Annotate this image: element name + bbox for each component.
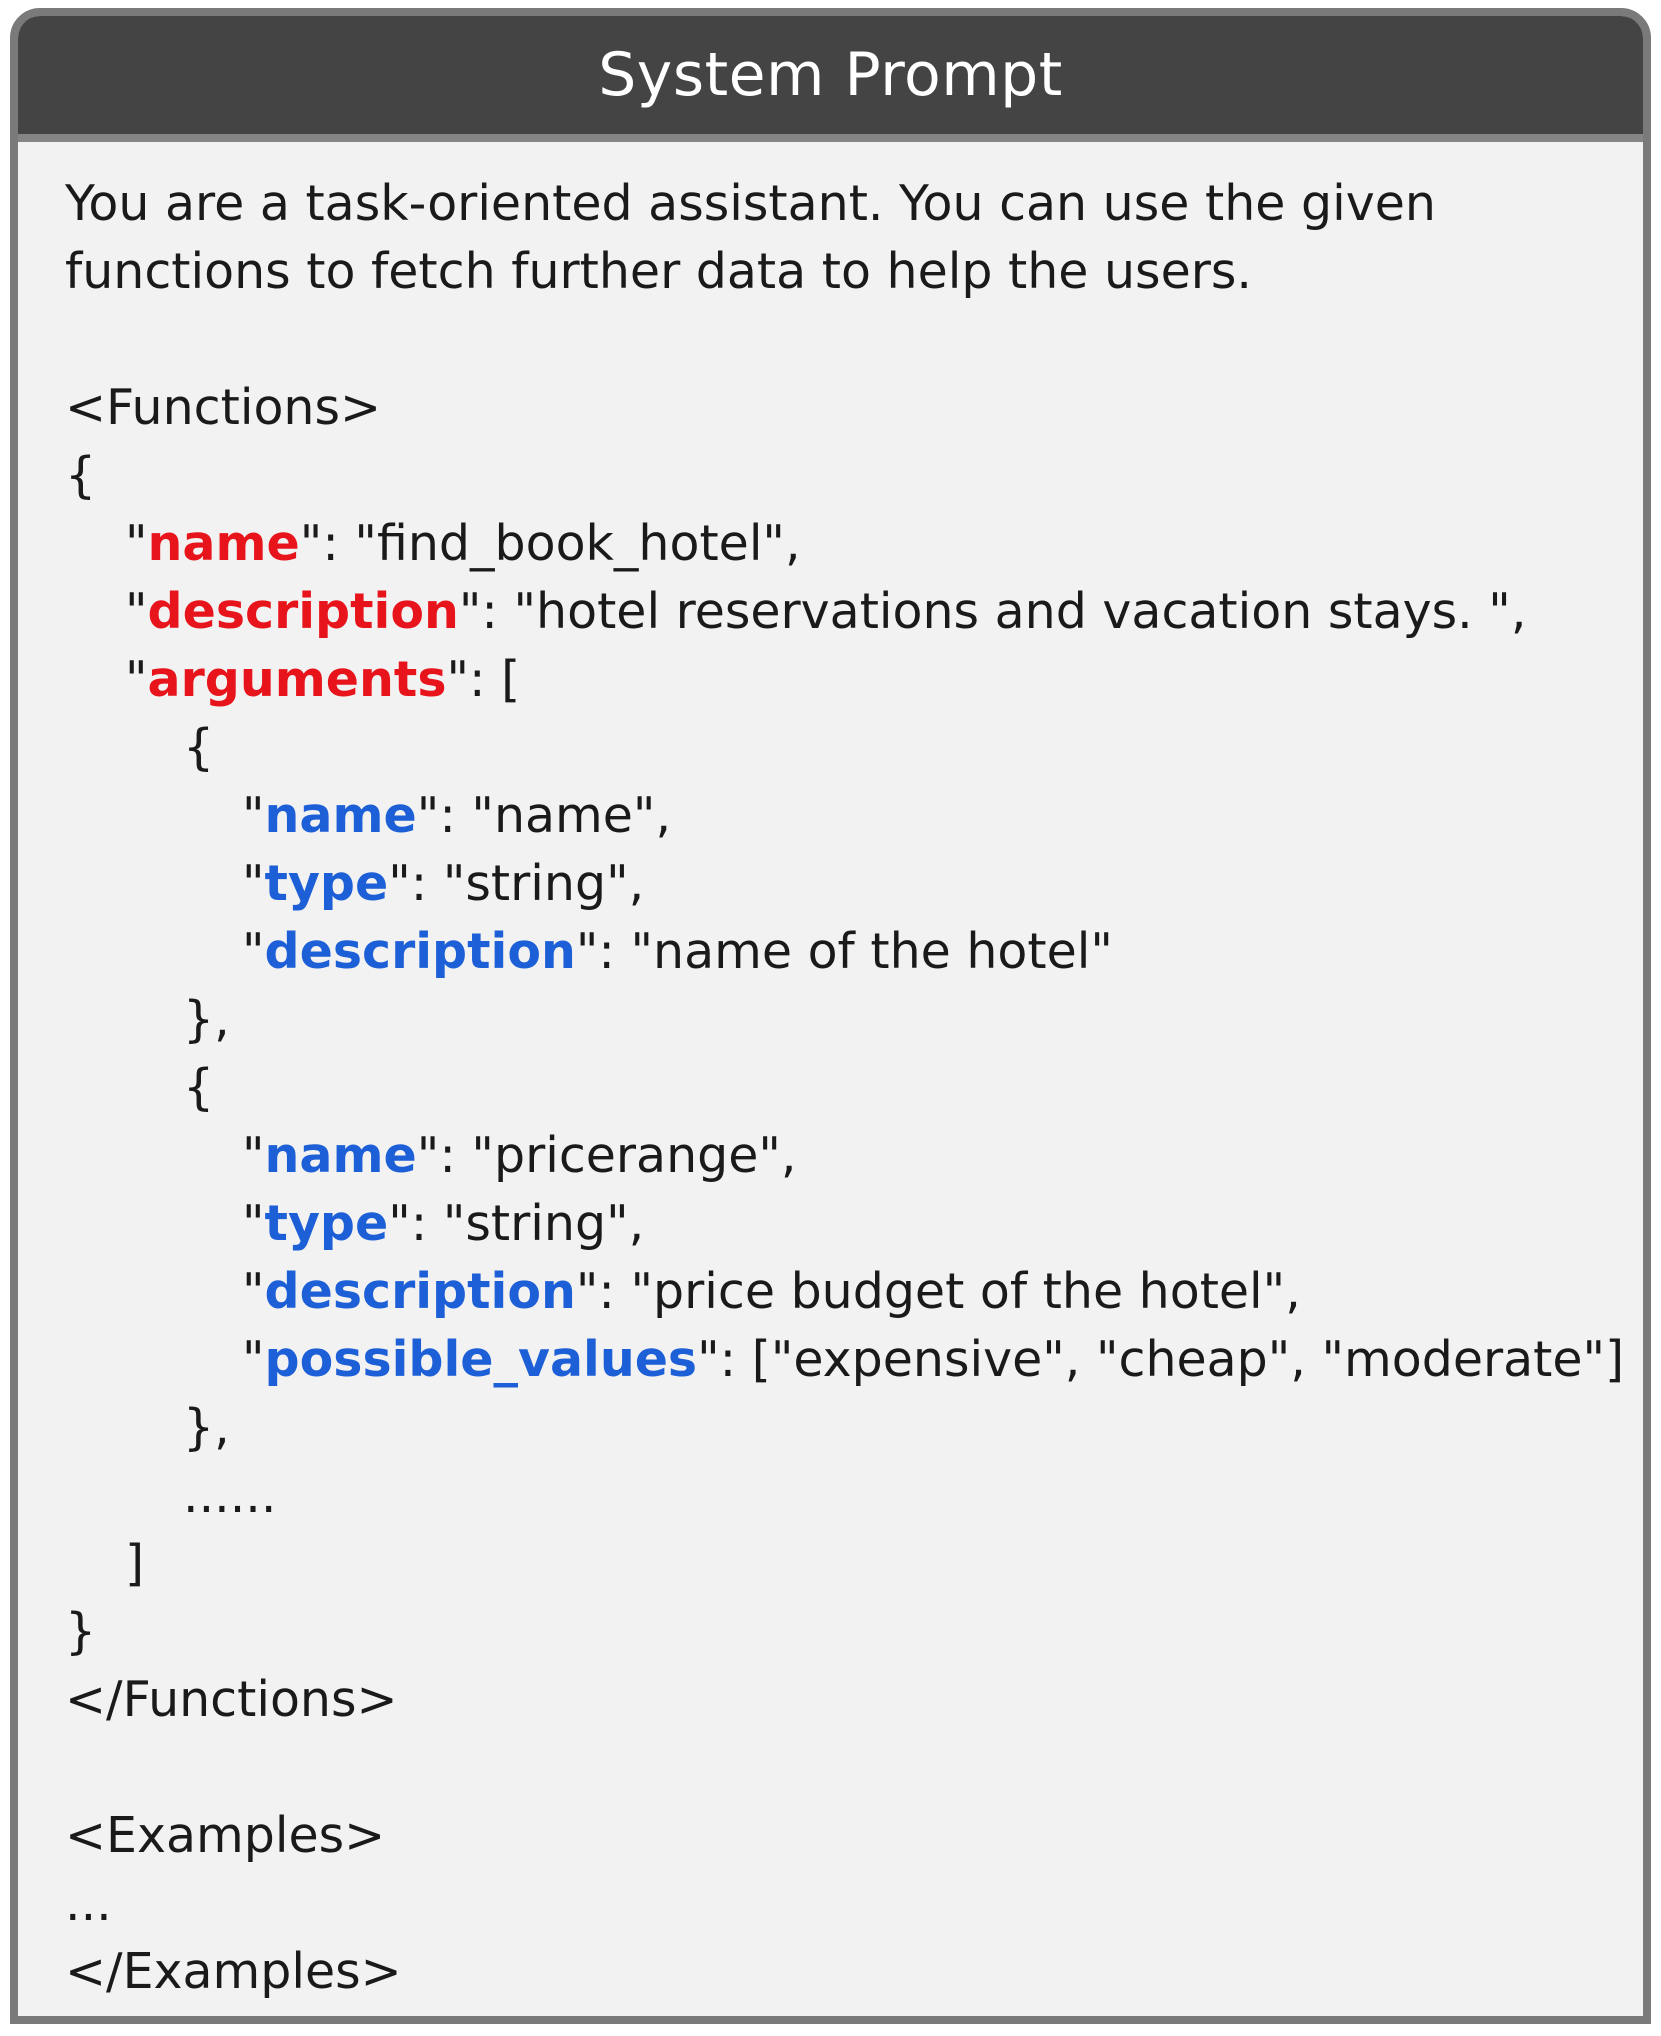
function-name-line: "name": "find_book_hotel", — [125, 515, 801, 572]
argument-field: "type": "string", — [242, 855, 645, 912]
argument-field-value: : ["expensive", "cheap", "moderate"] — [719, 1331, 1625, 1388]
blank-line — [65, 1734, 1643, 1802]
argument-field-key: possible_values — [264, 1331, 698, 1388]
argument-field: "type": "string", — [242, 1195, 645, 1252]
arguments-ellipsis: ...... — [183, 1467, 277, 1524]
function-description-value: : "hotel reservations and vacation stays… — [481, 583, 1527, 640]
argument-close-brace: }, — [183, 1399, 230, 1456]
function-arguments-value: : [ — [469, 651, 521, 708]
function-close-brace: } — [65, 1603, 97, 1660]
function-name-key: name — [147, 515, 300, 572]
argument-field-key: type — [264, 855, 389, 912]
functions-close-tag: </Functions> — [65, 1671, 398, 1728]
prompt-body: You are a task-oriented assistant. You c… — [18, 142, 1643, 2006]
panel-header: System Prompt — [18, 16, 1643, 142]
argument-close-brace: }, — [183, 991, 230, 1048]
intro-line: functions to fetch further data to help … — [65, 243, 1252, 300]
argument-field-value: : "string", — [410, 855, 645, 912]
intro-line: You are a task-oriented assistant. You c… — [65, 175, 1436, 232]
argument-field: "name": "pricerange", — [242, 1127, 797, 1184]
function-arguments-line: "arguments": [ — [125, 651, 521, 708]
panel-title: System Prompt — [598, 40, 1063, 110]
functions-open-tag: <Functions> — [65, 379, 382, 436]
argument-field-key: description — [264, 923, 576, 980]
system-prompt-panel: System Prompt You are a task-oriented as… — [10, 8, 1651, 2024]
argument-field-key: name — [264, 787, 417, 844]
argument-field: "name": "name", — [242, 787, 672, 844]
argument-field-value: : "string", — [410, 1195, 645, 1252]
argument-field-key: description — [264, 1263, 576, 1320]
function-open-brace: { — [65, 447, 97, 504]
argument-field-value: : "name of the hotel" — [598, 923, 1113, 980]
argument-field: "description": "price budget of the hote… — [242, 1263, 1301, 1320]
argument-field: "possible_values": ["expensive", "cheap"… — [242, 1331, 1625, 1388]
argument-field-value: : "name", — [439, 787, 672, 844]
argument-field: "description": "name of the hotel" — [242, 923, 1113, 980]
function-arguments-key: arguments — [147, 651, 447, 708]
function-description-line: "description": "hotel reservations and v… — [125, 583, 1527, 640]
examples-content: ... — [65, 1875, 112, 1932]
examples-open-tag: <Examples> — [65, 1807, 386, 1864]
argument-field-key: type — [264, 1195, 389, 1252]
argument-field-key: name — [264, 1127, 417, 1184]
function-description-key: description — [147, 583, 459, 640]
blank-line — [65, 306, 1643, 374]
argument-field-value: : "pricerange", — [439, 1127, 797, 1184]
argument-open-brace: { — [183, 719, 215, 776]
argument-field-value: : "price budget of the hotel", — [598, 1263, 1301, 1320]
argument-open-brace: { — [183, 1059, 215, 1116]
arguments-close-bracket: ] — [125, 1535, 145, 1592]
examples-close-tag: </Examples> — [65, 1943, 402, 2000]
function-name-value: : "find_book_hotel", — [322, 515, 801, 572]
